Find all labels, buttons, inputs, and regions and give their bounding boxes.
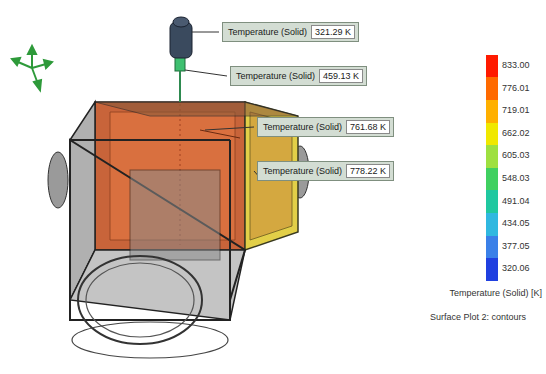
legend-swatch	[486, 213, 498, 236]
legend-value: 377.05	[502, 241, 530, 251]
legend-swatch	[486, 168, 498, 191]
axis-head	[44, 60, 52, 68]
callout-label: Temperature (Solid)	[263, 122, 342, 132]
callout-label: Temperature (Solid)	[263, 166, 342, 176]
plot-name: Surface Plot 2: contours	[430, 312, 526, 322]
temperature-callout: Temperature (Solid) 459.13 K	[230, 66, 367, 86]
panel-line	[200, 130, 240, 138]
callout-value: 761.68 K	[346, 120, 390, 134]
temperature-callout: Temperature (Solid) 778.22 K	[257, 161, 394, 181]
legend-value: 719.01	[502, 105, 530, 115]
temperature-callout: Temperature (Solid) 321.29 K	[222, 22, 359, 42]
front-frame	[229, 140, 231, 320]
leader-lines	[185, 32, 262, 180]
front-frame	[70, 140, 245, 320]
legend-value: 833.00	[502, 60, 530, 70]
legend-value: 605.03	[502, 150, 530, 160]
legend-swatch	[486, 55, 498, 78]
callout-value: 778.22 K	[346, 164, 390, 178]
sensor-probe	[179, 71, 181, 102]
axis-head	[28, 46, 36, 54]
legend-title: Temperature (Solid) [K]	[449, 288, 542, 298]
legend-swatch	[486, 123, 498, 146]
legend-swatch	[486, 236, 498, 259]
leader-line	[185, 70, 227, 76]
front-frame	[70, 139, 230, 141]
leader-line	[205, 127, 254, 130]
legend-swatch	[486, 145, 498, 168]
callout-label: Temperature (Solid)	[228, 27, 307, 37]
legend-value: 320.06	[502, 263, 530, 273]
sensor-cap	[173, 17, 189, 27]
axis-triad	[12, 46, 52, 90]
front-flange	[78, 256, 202, 344]
legend-value: 776.01	[502, 83, 530, 93]
axis-head	[34, 80, 41, 90]
axis-line	[32, 64, 46, 68]
inner-block	[130, 170, 220, 260]
side-flange	[48, 152, 68, 208]
legend-value: 662.02	[502, 128, 530, 138]
leader-line	[192, 32, 219, 33]
legend-swatch	[486, 190, 498, 213]
axis-line	[18, 62, 32, 68]
temperature-callout: Temperature (Solid) 761.68 K	[257, 117, 394, 137]
callout-value: 459.13 K	[319, 69, 363, 83]
legend-swatch	[486, 77, 498, 100]
legend-value: 491.04	[502, 196, 530, 206]
callout-label: Temperature (Solid)	[236, 71, 315, 81]
callout-value: 321.29 K	[311, 25, 355, 39]
legend-value: 434.05	[502, 218, 530, 228]
legend-value: 548.03	[502, 173, 530, 183]
bottom-flange	[72, 322, 228, 358]
legend-swatch	[486, 100, 498, 123]
top-edge	[95, 102, 298, 116]
legend-swatch	[486, 258, 498, 281]
axis-head	[12, 58, 20, 65]
